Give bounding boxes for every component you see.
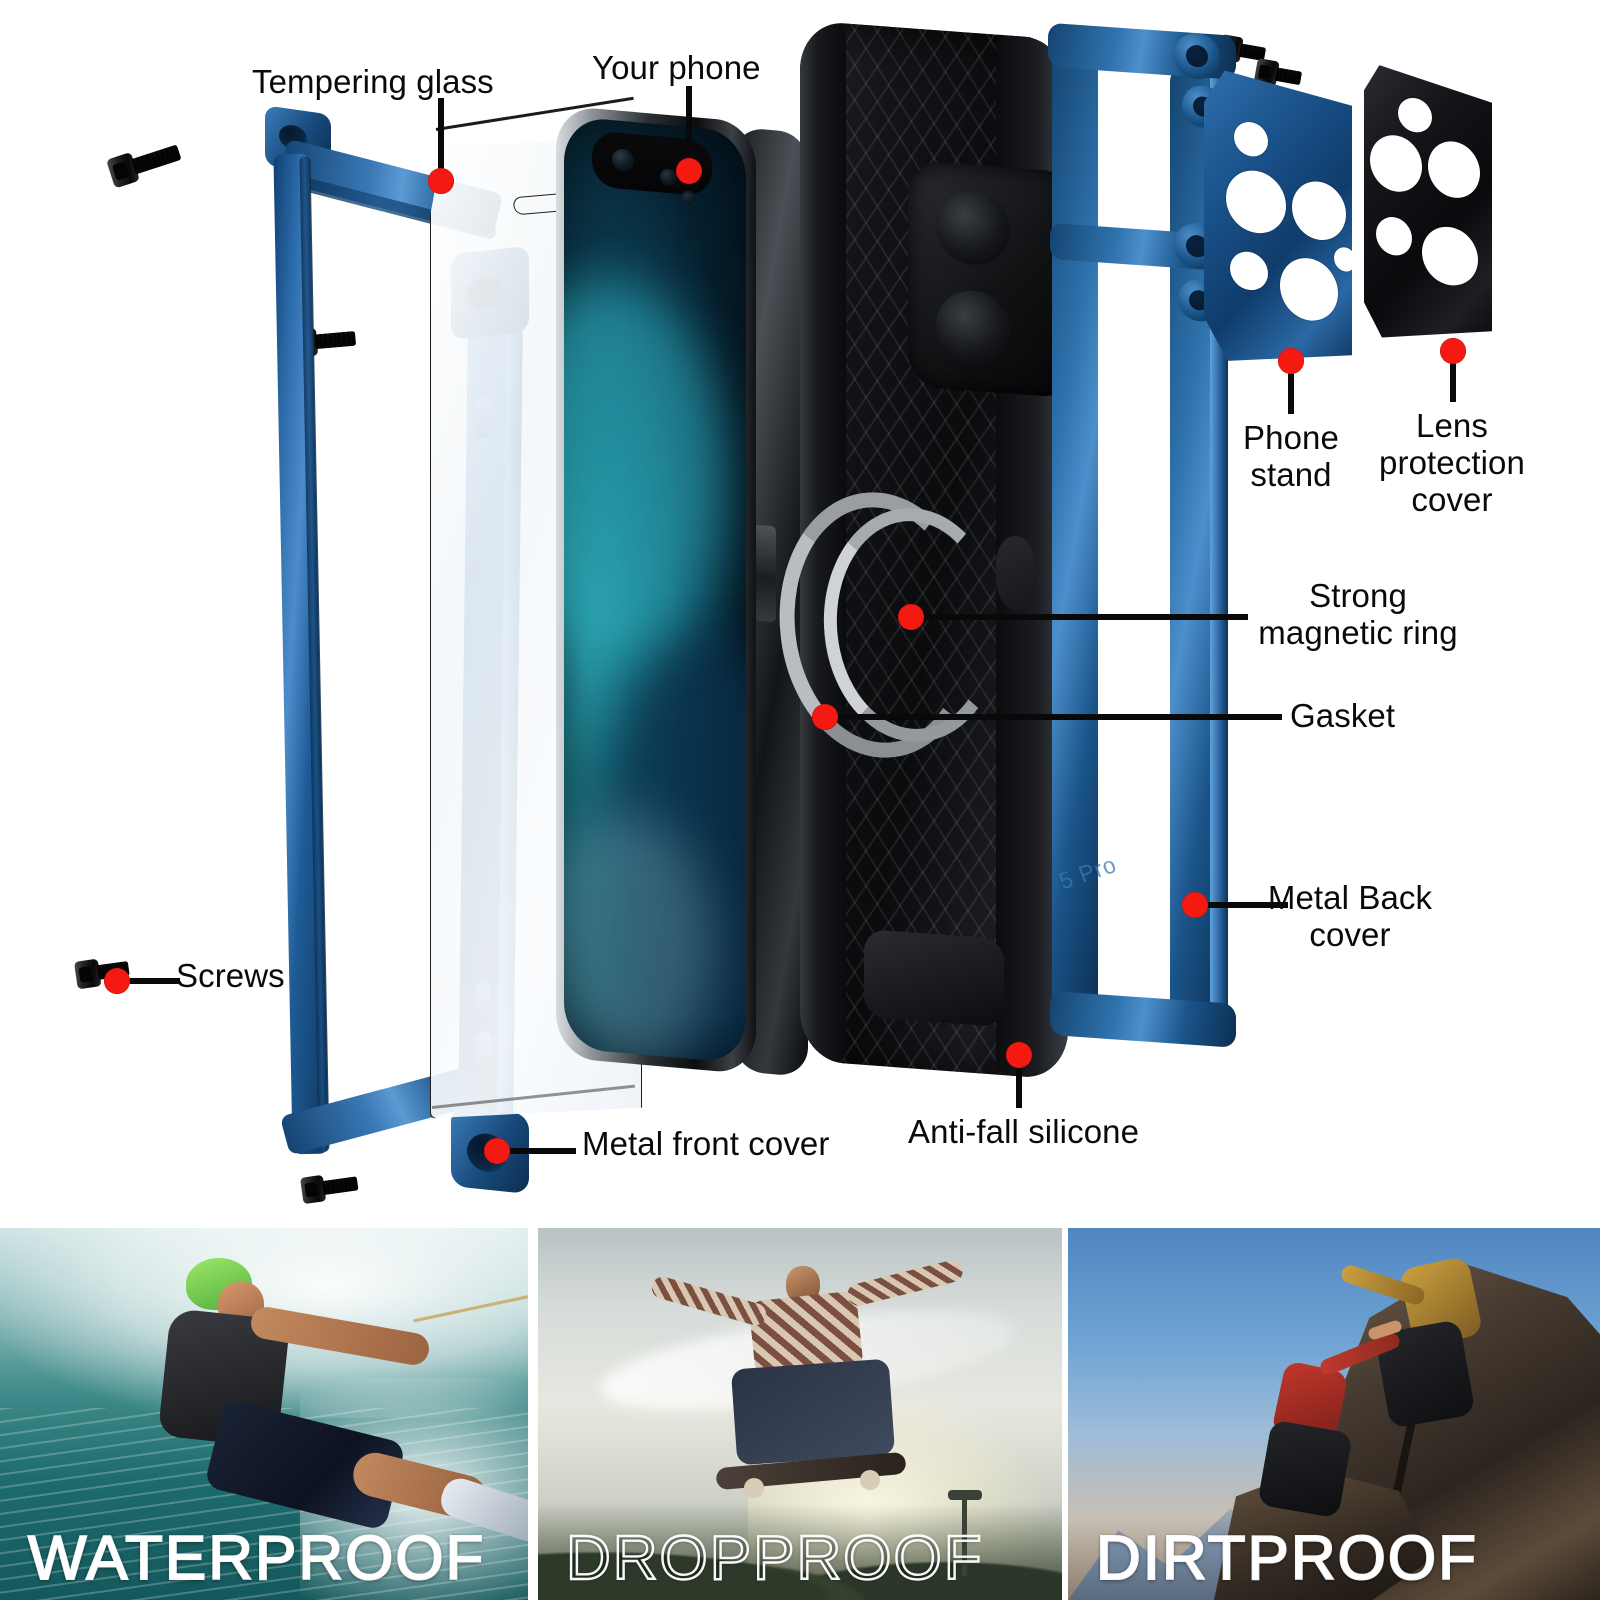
leader-gasket [832,714,1282,720]
lens-hole-upper-right [1428,138,1480,201]
stand-hole-tiny [1334,246,1356,273]
leader-phone-stand [1288,368,1294,414]
callout-anti-fall-silicone: Anti-fall silicone [908,1113,1140,1150]
stand-hole-large-left [1226,167,1286,237]
marker-tempering-glass [428,168,454,194]
phone-power-button [754,524,776,623]
marker-gasket [812,704,838,730]
feature-panel-dirtproof[interactable]: DIRTPROOF [1068,1228,1600,1600]
feature-panel-waterproof[interactable]: WATERPROOF [0,1228,528,1600]
feature-photo-strip: WATERPROOF DROPPROOF [0,1228,1600,1600]
feature-caption-dropproof: DROPPROOF [565,1523,984,1594]
shell-camera-hole-a [936,188,1010,268]
lens-hole-upper-left [1370,132,1422,195]
phone-device [548,100,812,1083]
leader-lens-protection-cover [1450,360,1456,402]
marker-strong-magnetic-ring [898,604,924,630]
lens-hole-lower-left [1376,215,1412,258]
shell-camera-hole-b [936,288,1010,368]
screw-shaft [1274,67,1303,86]
screw-socket [78,966,93,983]
skater-legs [730,1358,896,1466]
callout-gasket: Gasket [1290,697,1396,734]
callout-lens-protection-cover: Lens protection cover [1379,407,1525,518]
leader-anti-fall-silicone [1016,1060,1022,1108]
skateboard-wheel-right [860,1470,880,1490]
wallpaper-glow-teal [564,270,724,670]
stand-hole-small-top [1234,120,1268,159]
phone-screen [564,115,746,1064]
skateboard-wheel-left [744,1478,764,1498]
phone-proximity-sensor [660,168,677,187]
lens-hole-top [1398,96,1432,135]
marker-metal-back-cover [1182,892,1208,918]
shell-speaker-cutout [864,928,1004,1028]
phone-ambient-sensor [682,190,696,206]
leader-metal-front-cover [508,1148,576,1154]
lens-cover-plate [1364,63,1492,353]
stand-hole-bottom-right [1280,254,1338,324]
marker-your-phone [676,158,702,184]
leader-strong-magnetic-ring [918,614,1248,620]
phone-stand-plate [1204,68,1352,379]
callout-phone-stand: Phone stand [1243,419,1339,493]
callout-your-phone: Your phone [592,49,761,86]
leader-screws [128,978,180,984]
marker-phone-stand [1278,348,1304,374]
leader-tempering-glass [438,98,444,180]
feature-panel-dropproof[interactable]: DROPPROOF [538,1228,1062,1600]
screw-socket [304,1182,318,1198]
callout-screws: Screws [176,957,285,994]
marker-lens-protection-cover [1440,338,1466,364]
light-pole [962,1496,967,1576]
callout-metal-back-cover: Metal Back cover [1267,879,1433,953]
marker-screws [104,968,130,994]
marker-metal-front-cover [484,1138,510,1164]
marker-anti-fall-silicone [1006,1042,1032,1068]
lens-hole-lower-right [1422,223,1478,289]
climber-lower-legs [1257,1419,1353,1519]
leader-metal-back-cover [1206,902,1288,908]
callout-metal-front-cover: Metal front cover [582,1125,830,1162]
treeline [538,1504,1062,1600]
feature-caption-waterproof: WATERPROOF [27,1523,486,1594]
callout-strong-magnetic-ring: Strong magnetic ring [1258,577,1458,651]
callout-tempering-glass: Tempering glass [252,63,494,100]
stand-hole-large-right [1292,178,1346,244]
back-cover-bore [1186,44,1208,68]
feature-caption-dirtproof: DIRTPROOF [1095,1523,1478,1594]
stand-hole-bottom-left [1230,249,1268,292]
screw-shaft [130,144,182,175]
leader-your-phone [686,86,692,170]
light-pole-lamp [948,1490,982,1500]
